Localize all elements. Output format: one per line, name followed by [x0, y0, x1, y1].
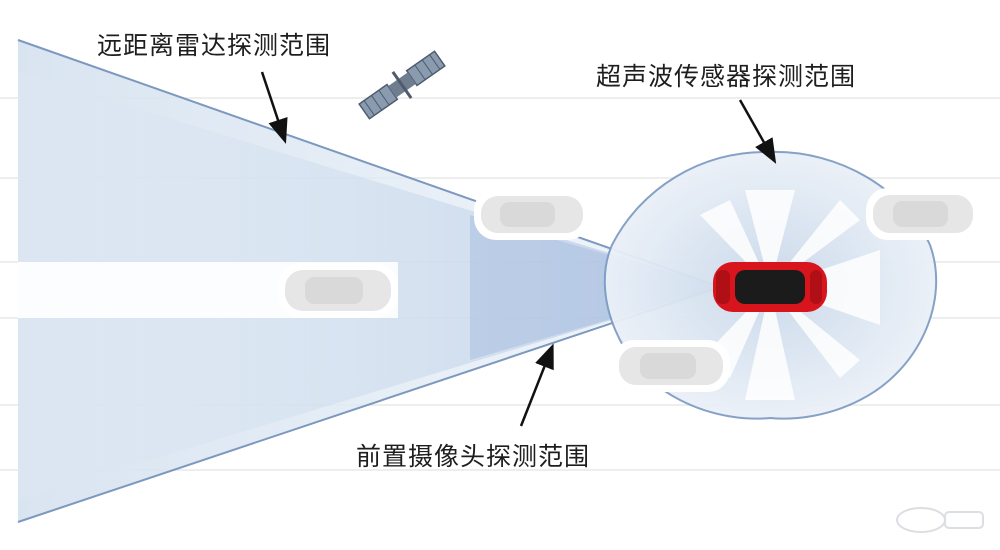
- camera-range-core: [470, 215, 720, 360]
- radar-range-upper-edge: [17, 39, 721, 288]
- car-icon: [474, 188, 590, 240]
- ultrasonic-range-label: 超声波传感器探测范围: [596, 62, 857, 91]
- car-icon: [612, 340, 730, 392]
- ultrasonic-label-arrow: [738, 99, 777, 164]
- car-icon: [866, 188, 976, 240]
- radar-label-arrow: [260, 71, 288, 144]
- camera-range-label: 前置摄像头探测范围: [356, 442, 591, 471]
- satellite-icon: [358, 50, 446, 120]
- radar-range-label: 远距离雷达探测范围: [97, 31, 332, 60]
- watermark-logo: [896, 507, 984, 533]
- camera-label-arrow: [519, 343, 554, 427]
- car-icon: [278, 263, 398, 318]
- radar-range-lower-edge: [17, 286, 721, 523]
- ego-car-icon: [713, 262, 827, 312]
